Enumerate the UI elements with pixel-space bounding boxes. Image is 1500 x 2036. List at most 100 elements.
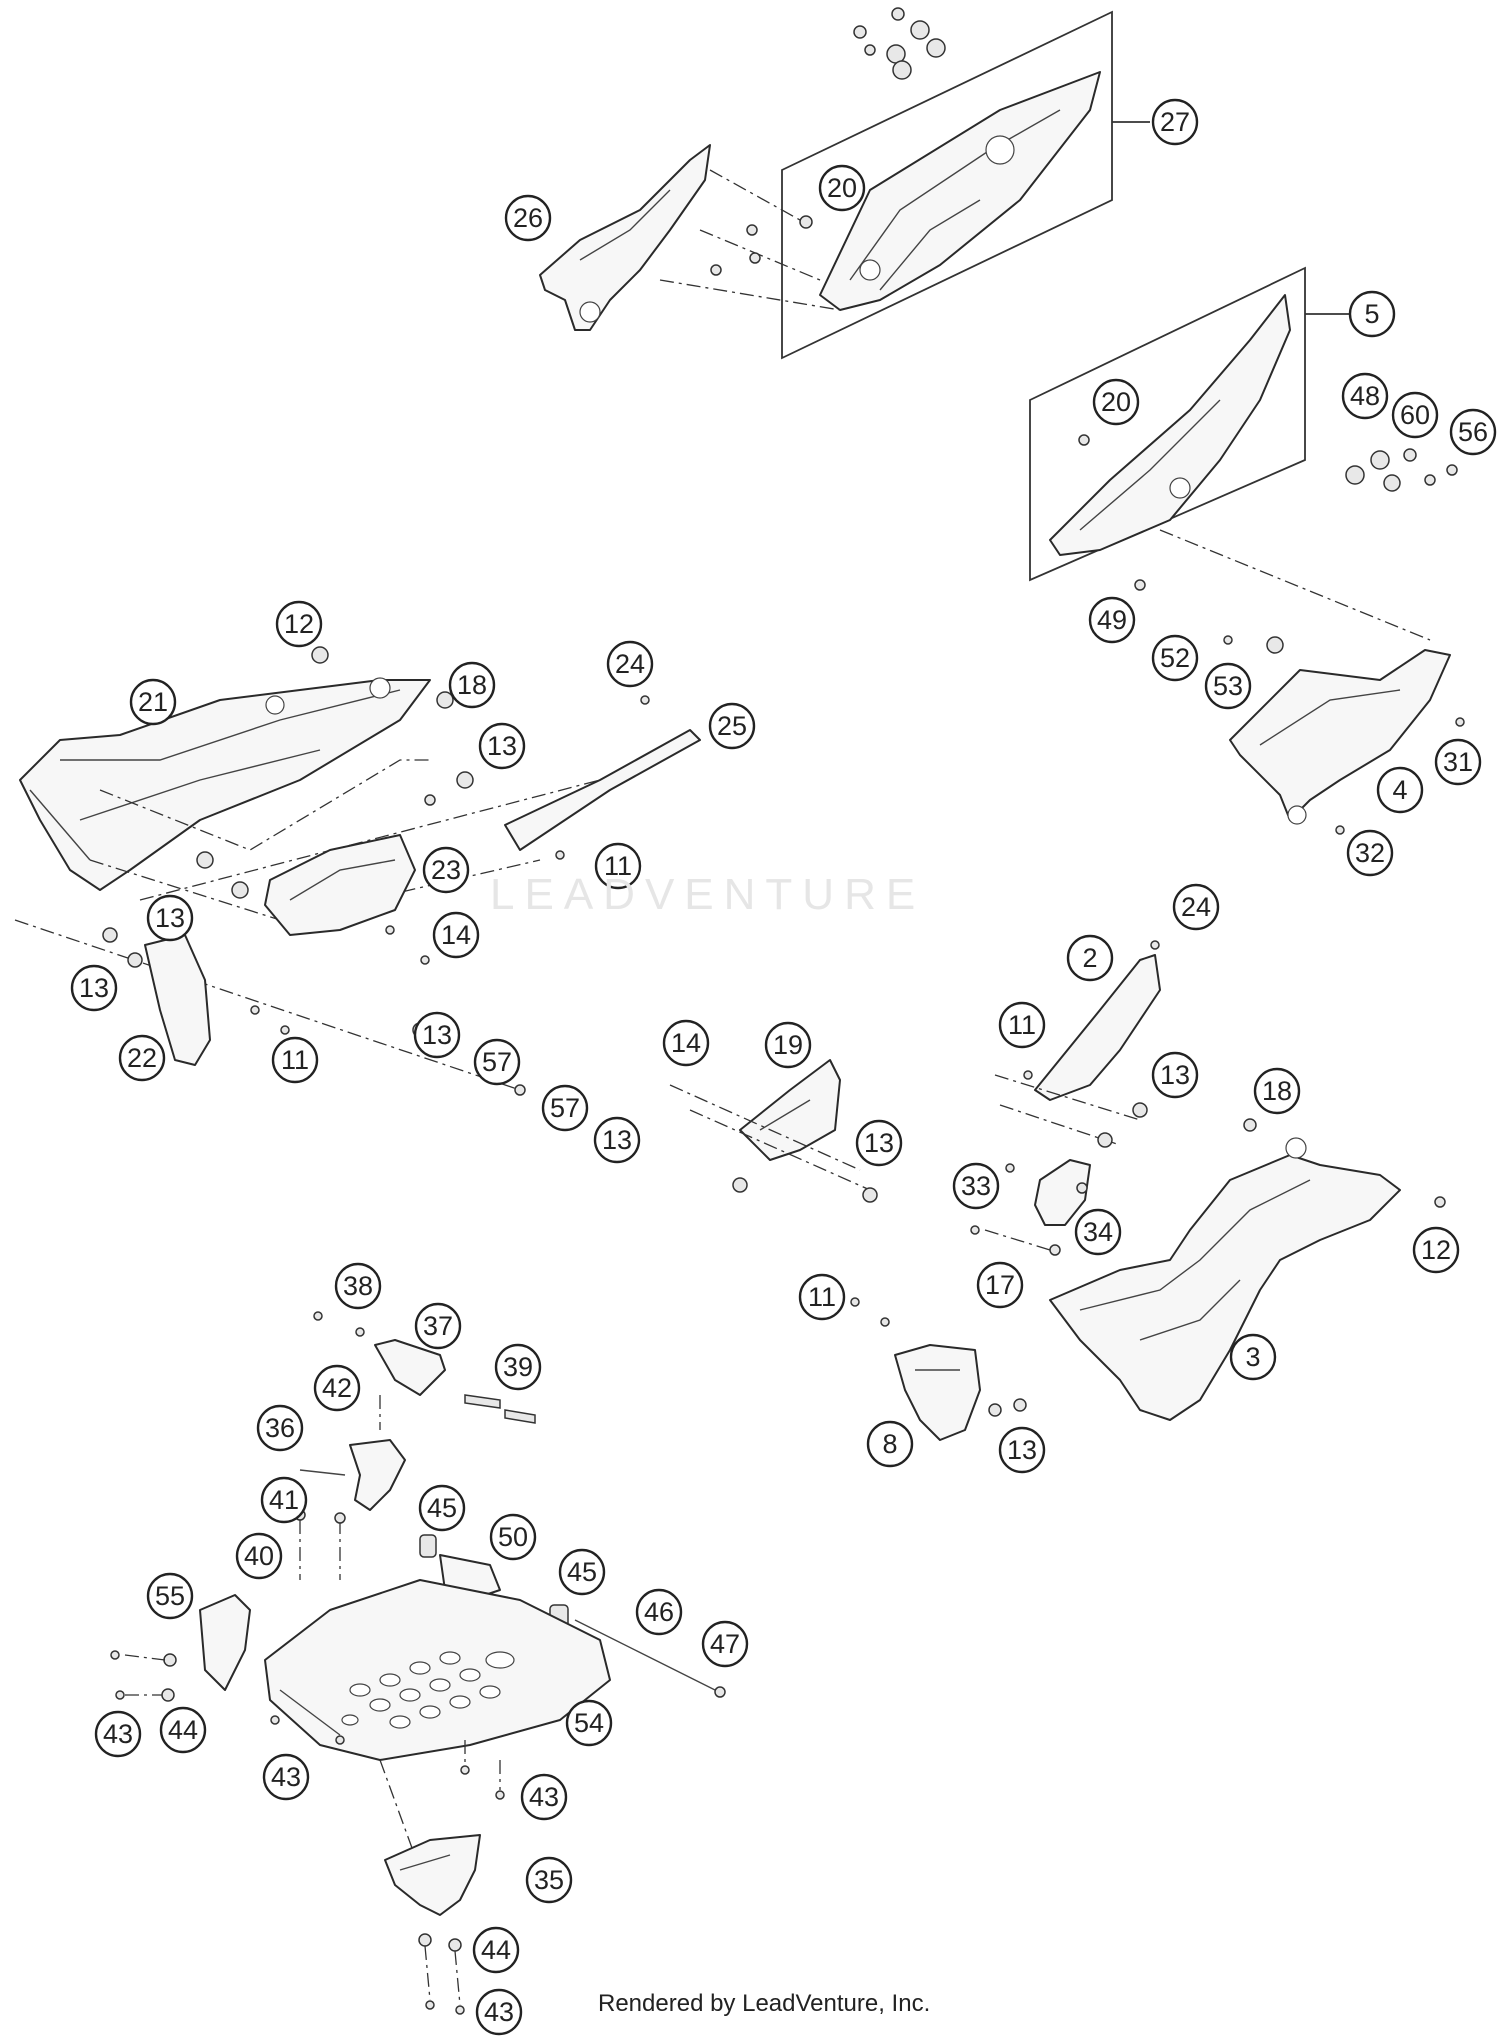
lower-side-cover-part [1159, 529, 1465, 835]
mount-bracket-37 [313, 1311, 536, 1424]
callout-label: 55 [155, 1581, 185, 1611]
callout-label: 43 [271, 1762, 301, 1792]
callout-18[interactable]: 18 [1253, 1067, 1301, 1115]
callout-45[interactable]: 45 [558, 1548, 606, 1596]
callout-label: 40 [244, 1541, 274, 1571]
callout-12[interactable]: 12 [275, 600, 323, 648]
callout-13[interactable]: 13 [1151, 1051, 1199, 1099]
callout-41[interactable]: 41 [260, 1476, 308, 1524]
callout-43[interactable]: 43 [520, 1773, 568, 1821]
callout-label: 11 [604, 851, 632, 881]
center-bracket-19 [614, 1059, 878, 1203]
callout-4[interactable]: 4 [1376, 766, 1424, 814]
callout-50[interactable]: 50 [489, 1513, 537, 1561]
callout-13[interactable]: 13 [478, 722, 526, 770]
callout-label: 4 [1392, 775, 1407, 805]
callout-32[interactable]: 32 [1346, 829, 1394, 877]
callout-8[interactable]: 8 [866, 1420, 914, 1468]
callout-label: 45 [427, 1493, 457, 1523]
callout-46[interactable]: 46 [635, 1588, 683, 1636]
callout-27[interactable]: 27 [1151, 98, 1199, 146]
callout-48[interactable]: 48 [1341, 372, 1389, 420]
callout-57[interactable]: 57 [541, 1084, 589, 1132]
callout-24[interactable]: 24 [606, 640, 654, 688]
assembly-frame-27 [781, 10, 1150, 360]
callout-38[interactable]: 38 [334, 1262, 382, 1310]
callout-label: 37 [423, 1311, 453, 1341]
callout-53[interactable]: 53 [1204, 662, 1252, 710]
guard-55 [110, 1594, 251, 1702]
callout-31[interactable]: 31 [1434, 738, 1482, 786]
callout-34[interactable]: 34 [1074, 1208, 1122, 1256]
callout-20[interactable]: 20 [1092, 378, 1140, 426]
assembly-frame-5 [1029, 266, 1350, 582]
callout-label: 43 [529, 1782, 559, 1812]
callout-11[interactable]: 11 [798, 1273, 846, 1321]
callout-label: 11 [808, 1282, 836, 1312]
connection-lines-top [659, 169, 841, 311]
callout-3[interactable]: 3 [1229, 1333, 1277, 1381]
callout-33[interactable]: 33 [952, 1162, 1000, 1210]
callout-35[interactable]: 35 [525, 1856, 573, 1904]
callout-52[interactable]: 52 [1151, 634, 1199, 682]
callout-39[interactable]: 39 [494, 1343, 542, 1391]
callout-24[interactable]: 24 [1172, 883, 1220, 931]
callout-5[interactable]: 5 [1348, 290, 1396, 338]
callout-13[interactable]: 13 [855, 1119, 903, 1167]
callout-43[interactable]: 43 [94, 1710, 142, 1758]
callout-60[interactable]: 60 [1391, 391, 1439, 439]
callout-label: 27 [1160, 107, 1190, 137]
callout-label: 23 [431, 855, 461, 885]
callout-26[interactable]: 26 [504, 194, 552, 242]
callout-22[interactable]: 22 [118, 1034, 166, 1082]
callout-18[interactable]: 18 [448, 661, 496, 709]
callout-47[interactable]: 47 [701, 1620, 749, 1668]
callout-2[interactable]: 2 [1066, 934, 1114, 982]
callout-43[interactable]: 43 [262, 1753, 310, 1801]
callout-label: 43 [103, 1719, 133, 1749]
callout-23[interactable]: 23 [422, 846, 470, 894]
callout-42[interactable]: 42 [313, 1364, 361, 1412]
callout-57[interactable]: 57 [473, 1038, 521, 1086]
callout-label: 25 [717, 711, 747, 741]
callout-13[interactable]: 13 [998, 1426, 1046, 1474]
callout-44[interactable]: 44 [472, 1926, 520, 1974]
callout-13[interactable]: 13 [146, 894, 194, 942]
callout-label: 13 [155, 903, 185, 933]
callout-56[interactable]: 56 [1449, 408, 1497, 456]
callout-49[interactable]: 49 [1088, 596, 1136, 644]
callout-14[interactable]: 14 [662, 1019, 710, 1067]
callout-54[interactable]: 54 [565, 1699, 613, 1747]
callout-13[interactable]: 13 [593, 1116, 641, 1164]
callout-label: 49 [1097, 605, 1127, 635]
callout-40[interactable]: 40 [235, 1532, 283, 1580]
callout-11[interactable]: 11 [271, 1036, 319, 1084]
callout-55[interactable]: 55 [146, 1572, 194, 1620]
callout-45[interactable]: 45 [418, 1484, 466, 1532]
skid-plate-holes [341, 1651, 515, 1729]
callout-label: 33 [961, 1171, 991, 1201]
callout-37[interactable]: 37 [414, 1302, 462, 1350]
callout-label: 20 [827, 173, 857, 203]
callout-20[interactable]: 20 [818, 164, 866, 212]
callout-label: 39 [503, 1352, 533, 1382]
callout-11[interactable]: 11 [594, 842, 642, 890]
callout-11[interactable]: 11 [998, 1001, 1046, 1049]
callout-43[interactable]: 43 [475, 1988, 523, 2036]
callout-label: 45 [567, 1557, 597, 1587]
callout-label: 14 [671, 1028, 701, 1058]
callout-label: 24 [615, 649, 645, 679]
callout-21[interactable]: 21 [129, 678, 177, 726]
callout-36[interactable]: 36 [256, 1404, 304, 1452]
bracket-36 [294, 1395, 406, 1580]
callout-44[interactable]: 44 [159, 1706, 207, 1754]
callout-13[interactable]: 13 [70, 964, 118, 1012]
callout-17[interactable]: 17 [976, 1261, 1024, 1309]
tail-fairing-part [819, 71, 1101, 311]
callout-19[interactable]: 19 [764, 1021, 812, 1069]
callout-25[interactable]: 25 [708, 702, 756, 750]
callout-14[interactable]: 14 [432, 911, 480, 959]
watermark: LEADVENTURE [490, 870, 926, 919]
callout-12[interactable]: 12 [1412, 1226, 1460, 1274]
callout-13[interactable]: 13 [413, 1011, 461, 1059]
